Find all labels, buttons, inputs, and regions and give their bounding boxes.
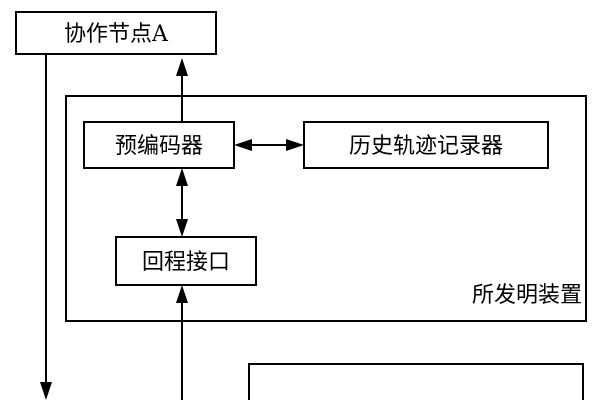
return-interface-box xyxy=(115,236,257,286)
return-interface: 回程接口 xyxy=(115,236,257,286)
arrowhead-up xyxy=(176,58,188,76)
arrowhead-left xyxy=(234,139,252,151)
arrowhead-up xyxy=(176,285,188,303)
precoder-label: 预编码器 xyxy=(115,134,203,159)
history-recorder: 历史轨迹记录器 xyxy=(303,121,549,169)
device-label: 所发明装置 xyxy=(472,283,582,308)
arrow-bottom-to-return xyxy=(176,285,188,400)
history-recorder-label: 历史轨迹记录器 xyxy=(349,134,503,159)
arrowhead-down xyxy=(40,382,52,400)
arrow-precoder-history xyxy=(234,139,304,151)
arrow-precoder-to-node-a xyxy=(176,58,188,122)
arrow-precoder-return xyxy=(176,168,188,237)
collab-node-a: 协作节点A xyxy=(15,11,217,55)
arrow-node-a-down xyxy=(40,54,52,400)
return-interface-label: 回程接口 xyxy=(142,250,230,275)
lower-box-partial xyxy=(248,363,584,400)
precoder-box xyxy=(83,121,235,169)
arrowhead-right xyxy=(286,139,304,151)
collab-node-a-label: 协作节点A xyxy=(64,22,169,47)
arrowhead-down xyxy=(176,219,188,237)
precoder: 预编码器 xyxy=(83,121,235,169)
arrowhead-up xyxy=(176,168,188,186)
collab-node-a-box xyxy=(15,11,217,55)
history-recorder-box xyxy=(303,121,549,169)
